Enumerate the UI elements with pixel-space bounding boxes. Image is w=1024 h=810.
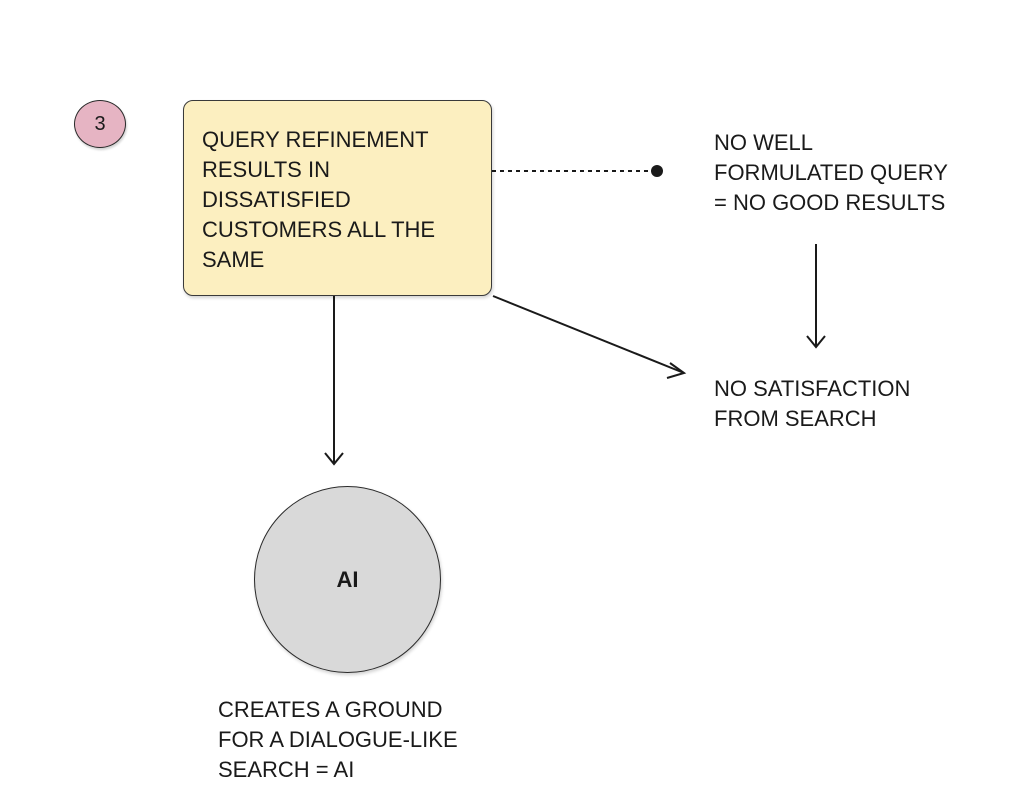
ai-node: AI: [254, 486, 441, 673]
note-no-satisfaction: NO SATISFACTION FROM SEARCH: [714, 376, 911, 431]
note-ai-dialogue: CREATES A GROUND FOR A DIALOGUE-LIKE SEA…: [218, 697, 458, 782]
arrowhead-down-left: [324, 452, 344, 466]
main-sticky-note: QUERY REFINEMENT RESULTS IN DISSATISFIED…: [183, 100, 492, 296]
step-badge: 3: [74, 100, 126, 148]
arrowhead-diagonal: [666, 362, 687, 379]
connector-dot: [651, 165, 663, 177]
step-badge-label: 3: [94, 112, 106, 135]
arrow-note-to-satisfaction: [492, 295, 685, 374]
arrowhead-down-right: [806, 335, 826, 349]
note-no-query: NO WELL FORMULATED QUERY = NO GOOD RESUL…: [714, 130, 948, 215]
ai-node-label: AI: [336, 566, 359, 592]
